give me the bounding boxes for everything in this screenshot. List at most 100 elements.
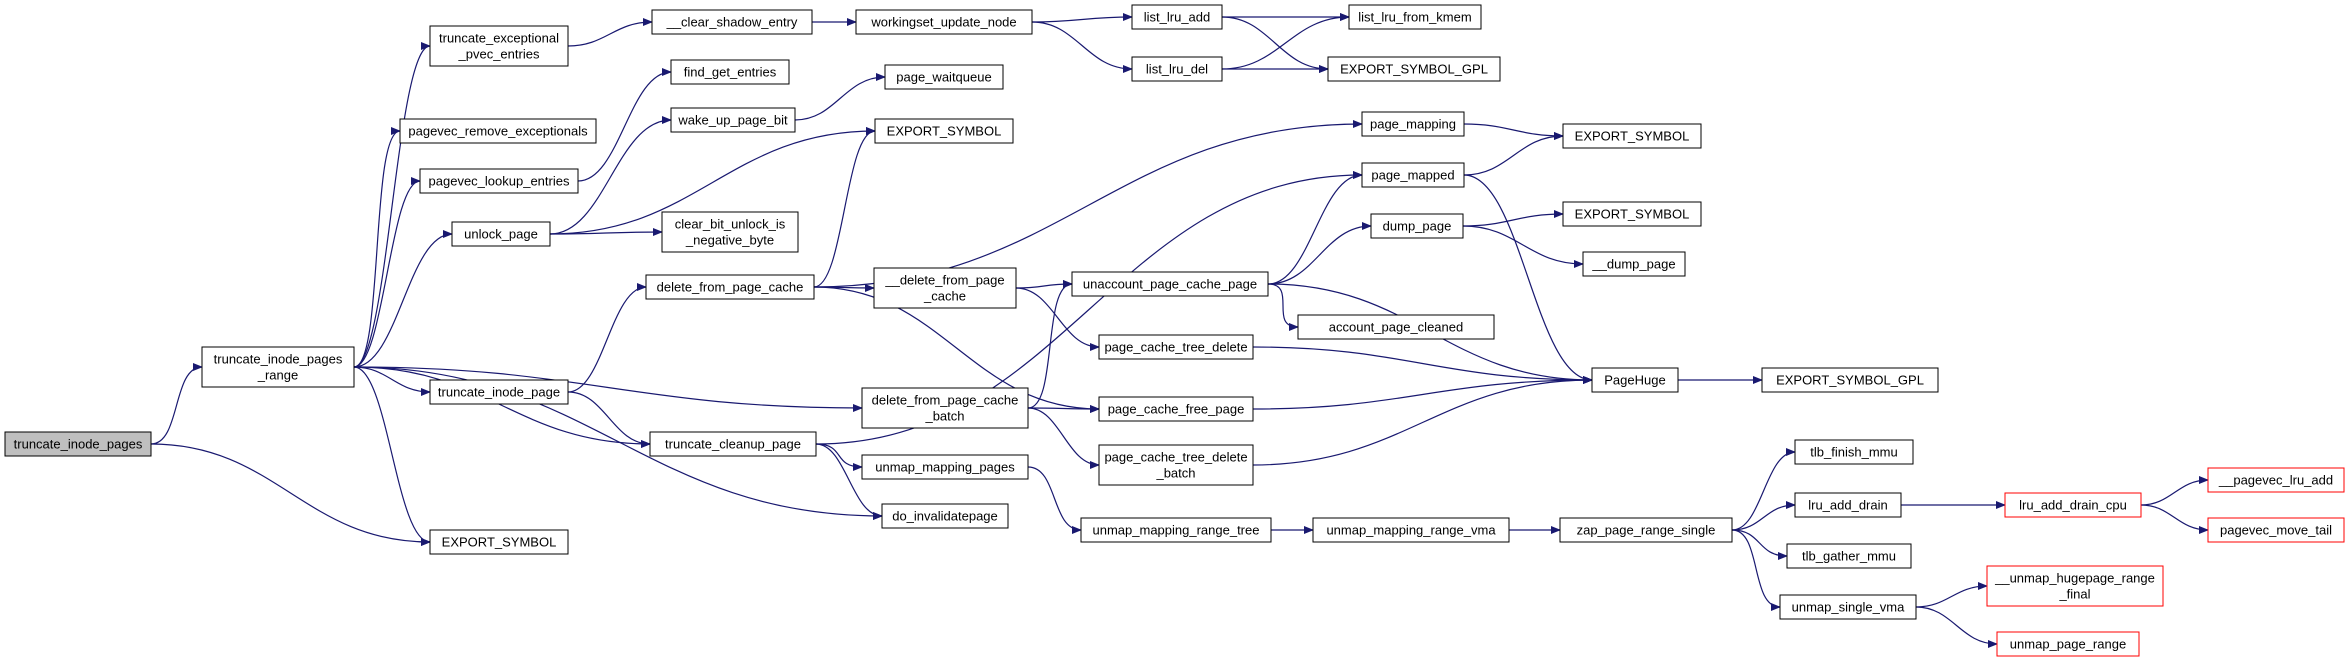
node-unmap-page-range[interactable]: unmap_page_range: [1996, 631, 2140, 657]
node-label: find_get_entries: [684, 65, 777, 80]
node-box: [2004, 492, 2142, 518]
node-box: [1786, 543, 1912, 569]
node-page-cache-tree-delete[interactable]: page_cache_tree_delete: [1098, 334, 1254, 360]
node-truncate-inode-pages[interactable]: truncate_inode_pages: [4, 431, 152, 457]
edge-zap-page-range-single-to-lru-add-drain: [1731, 501, 1796, 531]
node-export-symbol-gpl-lru[interactable]: EXPORT_SYMBOL_GPL: [1327, 56, 1501, 82]
node-unaccount-page-cache-page[interactable]: unaccount_page_cache_page: [1071, 271, 1269, 297]
node-label: clear_bit_unlock_is: [675, 217, 786, 232]
node-box: [1582, 251, 1686, 277]
node-find-get-entries[interactable]: find_get_entries: [670, 59, 790, 85]
node-unlock-page[interactable]: unlock_page: [451, 221, 551, 247]
node-unmap-mapping-pages[interactable]: unmap_mapping_pages: [861, 454, 1029, 480]
node-pagevec-remove-exceptionals[interactable]: pagevec_remove_exceptionals: [399, 118, 597, 144]
edge-truncate-inode-pages-to-export-symbol-main: [150, 443, 431, 546]
node-box: [1562, 123, 1702, 149]
node-label: page_cache_tree_delete: [1104, 340, 1247, 355]
node-page-mapped[interactable]: page_mapped: [1361, 162, 1465, 188]
node-delete-from-page-cache[interactable]: delete_from_page_cache: [645, 274, 815, 300]
node-truncate-inode-pages-range[interactable]: truncate_inode_pages_range: [201, 346, 355, 388]
node-zap-page-range-single[interactable]: zap_page_range_single: [1559, 517, 1733, 543]
edge-workingset-update-node-to-list-lru-add: [1031, 13, 1133, 23]
node-delete-from-page-cache-inner[interactable]: __delete_from_page_cache: [873, 267, 1017, 309]
node-unmap-hugepage-range-final[interactable]: __unmap_hugepage_range_final: [1986, 565, 2164, 607]
node-box: [1559, 517, 1733, 543]
node-box: [645, 274, 815, 300]
edge-lru-add-drain-cpu-to-pagevec-move-tail: [2140, 504, 2209, 534]
node-export-symbol-gpl-huge[interactable]: EXPORT_SYMBOL_GPL: [1761, 367, 1939, 393]
edge-unlock-page-to-export-symbol-unlock: [549, 127, 876, 235]
node-page-cache-tree-delete-batch[interactable]: page_cache_tree_delete_batch: [1098, 444, 1254, 486]
node-box: [419, 168, 579, 194]
edge-truncate-inode-pages-range-to-unlock-page: [353, 230, 453, 368]
node-truncate-cleanup-page[interactable]: truncate_cleanup_page: [649, 431, 817, 457]
edge-zap-page-range-single-to-tlb-finish-mmu: [1731, 448, 1796, 531]
node-account-page-cleaned[interactable]: account_page_cleaned: [1297, 314, 1495, 340]
node-box: [1071, 271, 1269, 297]
node-label: __dump_page: [1591, 257, 1675, 272]
node-label: truncate_exceptional: [439, 31, 559, 46]
node-export-symbol-dump[interactable]: EXPORT_SYMBOL: [1562, 201, 1702, 227]
node-label: lru_add_drain_cpu: [2019, 498, 2127, 513]
node-delete-from-page-cache-batch[interactable]: delete_from_page_cache_batch: [861, 387, 1029, 429]
node-unmap-mapping-range-tree[interactable]: unmap_mapping_range_tree: [1080, 517, 1272, 543]
node-export-symbol-unlock[interactable]: EXPORT_SYMBOL: [874, 118, 1014, 144]
node-box: [429, 379, 569, 405]
node-truncate-inode-page[interactable]: truncate_inode_page: [429, 379, 569, 405]
node-page-cache-free-page[interactable]: page_cache_free_page: [1098, 396, 1254, 422]
node-page-huge[interactable]: PageHuge: [1591, 367, 1679, 393]
node-label: __unmap_hugepage_range: [1994, 571, 2155, 586]
edge-truncate-inode-pages-to-truncate-inode-pages-range: [150, 363, 203, 445]
node-label: list_lru_add: [1144, 10, 1211, 25]
node-clear-shadow-entry[interactable]: __clear_shadow_entry: [651, 9, 813, 35]
node-truncate-exceptional-pvec-entries[interactable]: truncate_exceptional_pvec_entries: [429, 25, 569, 67]
node-export-symbol-mapping[interactable]: EXPORT_SYMBOL: [1562, 123, 1702, 149]
node-box: [1779, 594, 1917, 620]
edge-delete-from-page-cache-inner-to-page-cache-tree-delete: [1015, 287, 1100, 351]
edge-truncate-inode-pages-range-to-do-invalidatepage: [353, 366, 883, 520]
node-dump-page[interactable]: dump_page: [1370, 213, 1464, 239]
node-tlb-gather-mmu[interactable]: tlb_gather_mmu: [1786, 543, 1912, 569]
node-unmap-single-vma[interactable]: unmap_single_vma: [1779, 594, 1917, 620]
node-label: __delete_from_page: [884, 273, 1004, 288]
node-lru-add-drain-cpu[interactable]: lru_add_drain_cpu: [2004, 492, 2142, 518]
node-pagevec-move-tail[interactable]: pagevec_move_tail: [2207, 517, 2345, 543]
edge-unaccount-page-cache-page-to-account-page-cleaned: [1267, 283, 1299, 331]
node-lru-add-drain[interactable]: lru_add_drain: [1794, 492, 1902, 518]
node-tlb-finish-mmu[interactable]: tlb_finish_mmu: [1794, 439, 1914, 465]
node-pagevec-lookup-entries[interactable]: pagevec_lookup_entries: [419, 168, 579, 194]
node-label: do_invalidatepage: [892, 509, 998, 524]
node-wake-up-page-bit[interactable]: wake_up_page_bit: [670, 107, 796, 133]
node-box: [855, 9, 1033, 35]
node-box: [1327, 56, 1501, 82]
edge-truncate-inode-pages-range-to-truncate-exceptional-pvec-entries: [353, 42, 431, 368]
edge-list-lru-add-to-export-symbol-gpl-lru: [1221, 16, 1329, 73]
node-pagevec-lru-add[interactable]: __pagevec_lru_add: [2207, 467, 2345, 493]
node-box: [429, 529, 569, 555]
node-box: [1996, 631, 2140, 657]
node-list-lru-from-kmem[interactable]: list_lru_from_kmem: [1348, 4, 1482, 30]
node-workingset-update-node[interactable]: workingset_update_node: [855, 9, 1033, 35]
node-label: truncate_inode_pages: [14, 437, 143, 452]
edge-wake-up-page-bit-to-page-waitqueue: [794, 73, 886, 121]
node-label: EXPORT_SYMBOL: [442, 535, 557, 550]
edge-truncate-inode-pages-range-to-truncate-cleanup-page: [353, 366, 651, 448]
node-page-waitqueue[interactable]: page_waitqueue: [884, 64, 1004, 90]
node-unmap-mapping-range-vma[interactable]: unmap_mapping_range_vma: [1312, 517, 1510, 543]
node-clear-bit-unlock-is-negative-byte[interactable]: clear_bit_unlock_is_negative_byte: [661, 211, 799, 253]
node-list-lru-add[interactable]: list_lru_add: [1131, 4, 1223, 30]
edge-list-lru-del-to-list-lru-from-kmem: [1221, 13, 1350, 70]
node-page-mapping[interactable]: page_mapping: [1361, 111, 1465, 137]
node-export-symbol-main[interactable]: EXPORT_SYMBOL: [429, 529, 569, 555]
node-label: delete_from_page_cache: [872, 393, 1019, 408]
node-do-invalidatepage[interactable]: do_invalidatepage: [881, 503, 1009, 529]
edge-truncate-inode-pages-range-to-pagevec-remove-exceptionals: [353, 127, 401, 368]
edge-zap-page-range-single-to-tlb-gather-mmu: [1731, 529, 1788, 560]
node-label: unmap_page_range: [2010, 637, 2126, 652]
node-dump-page-inner[interactable]: __dump_page: [1582, 251, 1686, 277]
node-list-lru-del[interactable]: list_lru_del: [1131, 56, 1223, 82]
node-box: [1131, 4, 1223, 30]
edge-dump-page-to-export-symbol-dump: [1462, 210, 1564, 227]
node-label: page_mapping: [1370, 117, 1456, 132]
node-box: [1986, 565, 2164, 607]
